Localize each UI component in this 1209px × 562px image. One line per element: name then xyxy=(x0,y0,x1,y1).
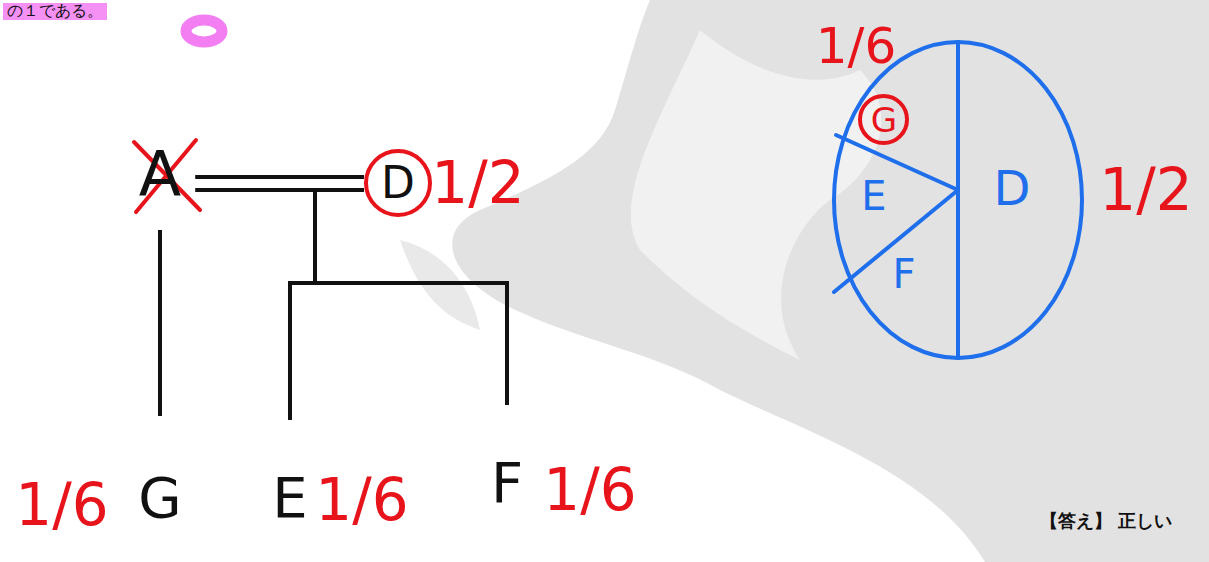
family-line-segment xyxy=(315,190,507,405)
family-line-segment xyxy=(195,175,364,179)
descent-line xyxy=(159,230,160,416)
watermark-silhouette xyxy=(452,0,1209,562)
note-text: の１である。 xyxy=(3,3,107,20)
share-fraction: 1/6 xyxy=(315,470,408,531)
node-letter: G xyxy=(871,103,897,137)
watermark-highlight xyxy=(631,30,881,360)
circle-outline-shape xyxy=(860,96,907,143)
node-letter: F xyxy=(892,254,915,294)
correct-mark xyxy=(186,20,222,42)
share-fraction: 1/2 xyxy=(1099,160,1192,221)
family-member: A xyxy=(135,140,185,210)
node-letter: F xyxy=(491,455,523,511)
circle-outline-shape xyxy=(366,151,430,215)
pie-sector-circled: G xyxy=(857,93,910,146)
family-member: F xyxy=(487,451,527,515)
node-letter: D xyxy=(381,161,415,205)
family-member: G xyxy=(134,466,185,530)
family-member: E xyxy=(268,466,311,530)
node-letter: A xyxy=(139,144,181,206)
share-fraction: 1/2 xyxy=(431,153,524,214)
pie-sector: D xyxy=(990,160,1035,216)
pie-sector: F xyxy=(888,250,919,298)
node-letter: E xyxy=(861,176,886,216)
family-line-segment xyxy=(290,190,364,420)
answer-text: 【答え】 正しい xyxy=(1040,512,1172,531)
pie-sector: E xyxy=(857,172,890,220)
cross-out-mark xyxy=(134,140,200,212)
node-letter: E xyxy=(272,470,307,526)
node-letter: G xyxy=(138,470,181,526)
descent-line xyxy=(315,190,507,405)
descent-line xyxy=(290,190,364,420)
share-fraction: 1/6 xyxy=(816,20,896,73)
share-fraction: 1/6 xyxy=(543,460,636,521)
node-letter: D xyxy=(994,164,1031,212)
family-member-circled: D xyxy=(363,148,433,218)
pie-chart xyxy=(834,42,1082,358)
family-line-segment xyxy=(158,230,162,416)
share-fraction: 1/6 xyxy=(15,475,108,536)
